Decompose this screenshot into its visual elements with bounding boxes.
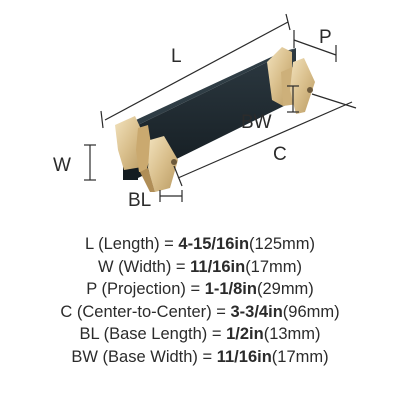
spec-value: 3-3/4in: [230, 302, 283, 321]
length-dimension-line: [104, 21, 289, 121]
center-dimension-line: [177, 101, 353, 179]
spec-metric: (13mm): [263, 325, 321, 343]
spec-center-to-center: C (Center-to-Center) = 3-3/4in(96mm): [60, 302, 340, 321]
spec-code: BL: [79, 325, 100, 343]
handle-dimension-diagram: L P W BW C BL: [53, 13, 357, 211]
spec-name: Width: [123, 257, 166, 276]
projection-dimension-line: [293, 39, 337, 56]
spec-metric: (96mm): [282, 302, 340, 321]
spec-code: L: [84, 235, 94, 253]
spec-length: L (Length) = 4-15/16in(125mm): [84, 235, 316, 253]
dimension-lines: [84, 13, 357, 202]
length-extension-right: [285, 13, 291, 31]
spec-name: Base Length: [109, 325, 202, 343]
spec-width: W (Width) = 11/16in(17mm): [97, 257, 303, 276]
spec-value: 1/2in: [226, 325, 264, 343]
spec-value: 1-1/8in: [204, 280, 257, 298]
spec-code: C: [60, 302, 73, 321]
spec-metric: (17mm): [245, 257, 303, 276]
label-length: L: [171, 46, 182, 67]
center-extension-left: [173, 165, 183, 187]
spec-base-length: BL (Base Length) = 1/2in(13mm): [79, 325, 321, 343]
left-post: [115, 116, 178, 192]
label-projection: P: [319, 27, 332, 48]
label-center: C: [273, 144, 287, 165]
spec-metric: (125mm): [249, 235, 316, 253]
length-extension-left: [100, 110, 104, 129]
center-extension-right: [311, 93, 357, 109]
label-width: W: [53, 155, 71, 176]
spec-name: Base Width: [108, 347, 193, 366]
spec-value: 11/16in: [190, 257, 246, 276]
spec-code: P: [86, 280, 97, 298]
spec-value: 11/16in: [216, 347, 272, 366]
spec-projection: P (Projection) = 1-1/8in(29mm): [86, 280, 314, 298]
spec-base-width: BW (Base Width) = 11/16in(17mm): [71, 347, 329, 366]
right-post: [267, 47, 315, 114]
spec-metric: (29mm): [256, 280, 314, 298]
label-base-width: BW: [241, 112, 272, 133]
dimension-spec-list: L (Length) = 4-15/16in(125mm) W (Width) …: [0, 233, 400, 368]
spec-name: Projection: [107, 280, 181, 298]
spec-name: Length: [103, 235, 155, 253]
spec-value: 4-15/16in: [178, 235, 250, 253]
label-base-length: BL: [128, 190, 151, 211]
spec-code: W: [97, 257, 114, 276]
spec-name: Center-to-Center: [82, 302, 207, 321]
spec-code: BW: [71, 347, 98, 366]
spec-metric: (17mm): [271, 347, 329, 366]
